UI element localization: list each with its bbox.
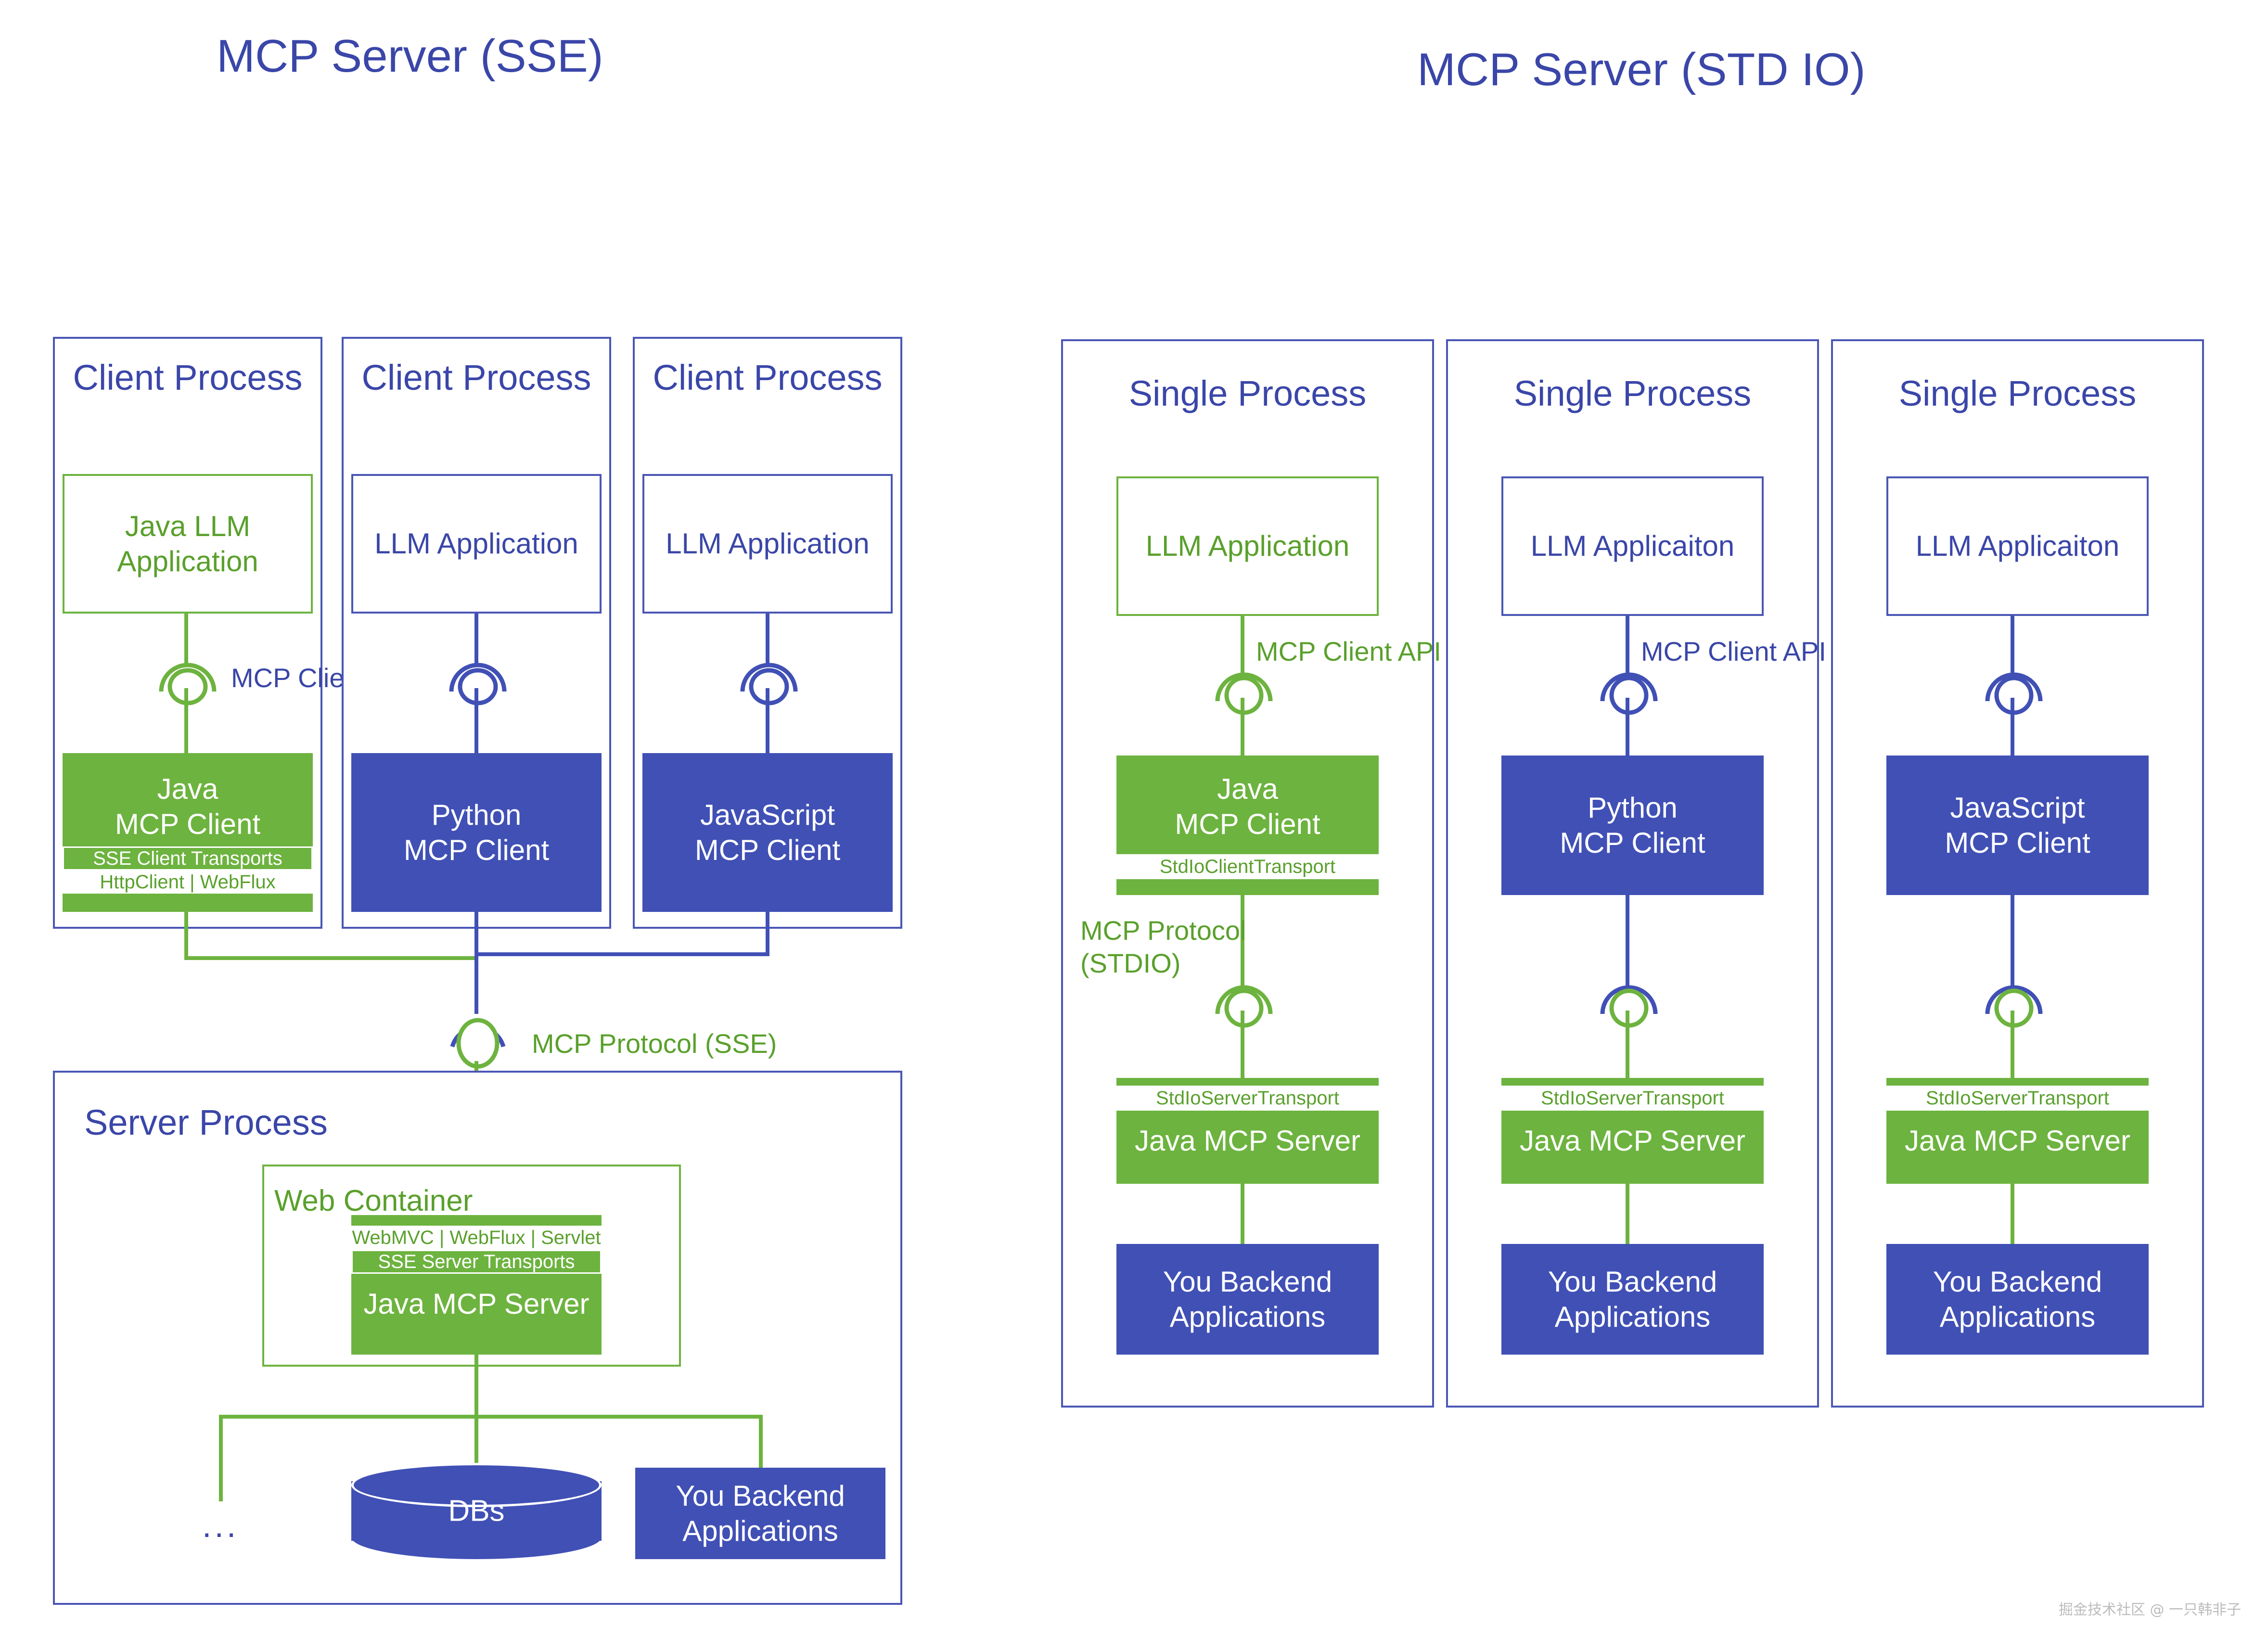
sse-server-transports-chip: SSE Server Transports	[351, 1250, 602, 1274]
java-mcp-server-title-sse: Java MCP Server	[363, 1288, 589, 1320]
web-container-frame	[262, 1165, 681, 1367]
stdio-javascript-mcp-client-title: JavaScript MCP Client	[1945, 791, 2090, 859]
web-container-label: Web Container	[274, 1184, 473, 1217]
stdio-mcp-client-api-label-1: MCP Client API	[1256, 636, 1441, 666]
bus-trunk-line	[474, 956, 478, 1014]
single-process-label-1: Single Process	[1128, 373, 1367, 413]
stdio-line-protocol-server-1	[1241, 1011, 1244, 1078]
stdio-python-mcp-client-box: Python MCP Client	[1501, 756, 1764, 895]
stdio-line-socket-client-1	[1241, 698, 1244, 756]
client-process-label-3: Client Process	[653, 358, 883, 397]
stdio-line-server-backend-1	[1241, 1184, 1244, 1246]
mcp-protocol-sse-label: MCP Protocol (SSE)	[532, 1028, 777, 1059]
stdio-llm-application-box-1: LLM Application	[1116, 476, 1379, 616]
bus-drop-java-client	[184, 912, 188, 960]
stdio-line-client-protocol-1	[1241, 895, 1244, 989]
stdio-mcp-client-api-connector-icon-3	[1985, 672, 2043, 715]
stdio-backend-applications-title-1: You Backend Applications	[1163, 1265, 1332, 1333]
single-process-label-3: Single Process	[1898, 373, 2137, 413]
more-items-ellipsis: ...	[202, 1507, 239, 1544]
backend-applications-box-sse: You Backend Applications	[635, 1468, 885, 1559]
bus-drop-javascript-client	[766, 912, 769, 956]
sse-panel-title: MCP Server (SSE)	[217, 30, 603, 82]
bus-horizontal-green	[184, 956, 478, 960]
client-process-label-1: Client Process	[73, 358, 303, 397]
stdio-backend-applications-title-2: You Backend Applications	[1548, 1265, 1717, 1333]
connector-line-app-client-1	[184, 614, 188, 666]
python-mcp-client-box: Python MCP Client	[351, 753, 602, 912]
javascript-mcp-client-box: JavaScript MCP Client	[642, 753, 893, 912]
single-process-label-2: Single Process	[1513, 373, 1752, 413]
server-branch-db	[474, 1415, 478, 1470]
stdio-java-mcp-server-title-2: Java MCP Server	[1519, 1125, 1746, 1157]
stdio-line-socket-client-2	[1626, 698, 1629, 756]
server-down-line	[474, 1355, 478, 1417]
watermark-text: 掘金技术社区 @ 一只韩非子	[2059, 1601, 2242, 1618]
llm-application-box-2: LLM Application	[351, 474, 602, 614]
llm-application-box-1: Java LLM Application	[63, 474, 313, 614]
stdio-line-client-protocol-3	[2011, 895, 2014, 989]
stdio-line-protocol-server-3	[2011, 1011, 2014, 1078]
stdio-java-mcp-server-title-3: Java MCP Server	[1904, 1125, 2131, 1157]
java-mcp-server-box-sse: WebMVC | WebFlux | Servlet SSE Server Tr…	[351, 1215, 602, 1355]
stdio-java-mcp-client-box-1: Java MCP Client StdIoClientTransport	[1116, 756, 1379, 895]
stdio-server-transport-chip-3: StdIoServerTransport	[1886, 1086, 2149, 1111]
javascript-mcp-client-title: JavaScript MCP Client	[694, 798, 841, 866]
database-cylinder: DBs	[351, 1463, 602, 1559]
server-branch-ellipsis	[219, 1415, 223, 1501]
stdio-line-app-client-2	[1626, 616, 1629, 674]
stdio-java-mcp-client-title-1: Java MCP Client	[1175, 772, 1320, 840]
backend-applications-title-sse: You Backend Applications	[676, 1479, 845, 1547]
stdio-server-transport-chip-2: StdIoServerTransport	[1501, 1086, 1764, 1111]
stdio-java-mcp-server-title-1: Java MCP Server	[1134, 1125, 1361, 1157]
stdio-line-app-client-3	[2011, 616, 2014, 674]
llm-application-box-3: LLM Application	[642, 474, 893, 614]
stdio-mcp-client-api-label-2: MCP Client API	[1641, 636, 1826, 666]
stdio-llm-application-box-3: LLM Applicaiton	[1886, 476, 2149, 616]
stdio-java-mcp-server-box-2: StdIoServerTransport Java MCP Server	[1501, 1078, 1764, 1184]
httpclient-webflux-chip: HttpClient | WebFlux	[63, 871, 313, 894]
stdio-java-mcp-server-box-1: StdIoServerTransport Java MCP Server	[1116, 1078, 1379, 1184]
client-process-label-2: Client Process	[361, 358, 591, 397]
server-process-label: Server Process	[84, 1102, 328, 1142]
connector-line-socket-client-2	[474, 688, 478, 753]
database-label: DBs	[448, 1494, 505, 1528]
webmvc-webflux-servlet-chip: WebMVC | WebFlux | Servlet	[351, 1226, 602, 1250]
stdio-panel-title: MCP Server (STD IO)	[1417, 44, 1866, 95]
stdio-javascript-mcp-client-box: JavaScript MCP Client	[1886, 756, 2149, 895]
server-fanout-horizontal	[219, 1415, 763, 1419]
mcp-protocol-sse-connector-icon	[450, 1018, 506, 1069]
bus-drop-python-client	[474, 912, 478, 960]
stdio-backend-applications-box-3: You Backend Applications	[1886, 1244, 2149, 1355]
server-branch-backend	[759, 1415, 763, 1468]
stdio-mcp-protocol-label-1: MCP Protocol (STDIO)	[1080, 915, 1246, 979]
stdio-line-app-client-1	[1241, 616, 1244, 674]
connector-line-socket-client-1	[184, 688, 188, 753]
stdio-server-transport-chip-1: StdIoServerTransport	[1116, 1086, 1379, 1111]
database-top	[351, 1463, 602, 1507]
java-mcp-client-title: Java MCP Client	[115, 772, 261, 840]
stdio-backend-applications-box-1: You Backend Applications	[1116, 1244, 1379, 1355]
stdio-line-protocol-server-2	[1626, 1011, 1629, 1078]
stdio-llm-application-box-2: LLM Applicaiton	[1501, 476, 1764, 616]
stdio-line-server-backend-2	[1626, 1184, 1629, 1246]
stdio-client-transport-chip-1: StdIoClientTransport	[1116, 854, 1379, 880]
connector-line-app-client-2	[474, 614, 478, 666]
sse-client-transports-chip: SSE Client Transports	[63, 846, 313, 871]
stdio-backend-applications-box-2: You Backend Applications	[1501, 1244, 1764, 1355]
stdio-java-mcp-server-box-3: StdIoServerTransport Java MCP Server	[1886, 1078, 2149, 1184]
stdio-line-socket-client-3	[2011, 698, 2014, 756]
stdio-line-client-protocol-2	[1626, 895, 1629, 989]
bus-horizontal-blue	[474, 952, 769, 956]
connector-line-socket-client-3	[766, 688, 769, 753]
python-mcp-client-title: Python MCP Client	[403, 798, 550, 866]
connector-line-app-client-3	[766, 614, 769, 666]
stdio-backend-applications-title-3: You Backend Applications	[1933, 1265, 2102, 1333]
java-mcp-client-box: Java MCP Client SSE Client Transports Ht…	[63, 753, 313, 912]
stdio-python-mcp-client-title: Python MCP Client	[1560, 791, 1705, 859]
stdio-line-server-backend-3	[2011, 1184, 2014, 1246]
